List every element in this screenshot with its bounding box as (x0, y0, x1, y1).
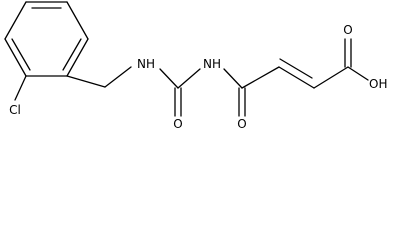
atom-labels: NH NH O O O OH Cl (9, 23, 387, 131)
bond-ring-double-3 (11, 38, 31, 71)
molecule-structure: NH NH O O O OH Cl (4, 1, 387, 131)
bond-c-ch (241, 66, 280, 89)
bond-nh2-c (223, 68, 243, 89)
bond-ring-1 (4, 1, 27, 40)
bond-c-nh2 (177, 68, 201, 89)
bond-acid-oh (347, 66, 369, 81)
bond-ring-cl (14, 75, 27, 101)
bonds (4, 1, 369, 117)
atom-label-o-acid: O (343, 23, 352, 37)
atom-label-cl: Cl (9, 103, 21, 117)
bond-ring-ch2 (66, 75, 106, 88)
atom-label-o-urea: O (173, 117, 182, 131)
atom-label-nh2: NH (203, 57, 221, 71)
bond-ch2-nh1 (104, 66, 132, 88)
atom-label-oh-acid: OH (369, 77, 387, 91)
bond-ring-double-2 (62, 38, 82, 71)
bond-nh1-c (159, 68, 179, 89)
bond-ch-cooh (313, 66, 349, 89)
bond-ring-3 (66, 1, 89, 40)
bond-alkene-2 (279, 58, 313, 79)
atom-label-o-amide: O (237, 117, 246, 131)
bond-alkene-1 (278, 66, 315, 89)
bond-ring-4 (66, 38, 89, 77)
bond-ring-6 (4, 38, 27, 77)
atom-label-nh1: NH (137, 57, 155, 71)
